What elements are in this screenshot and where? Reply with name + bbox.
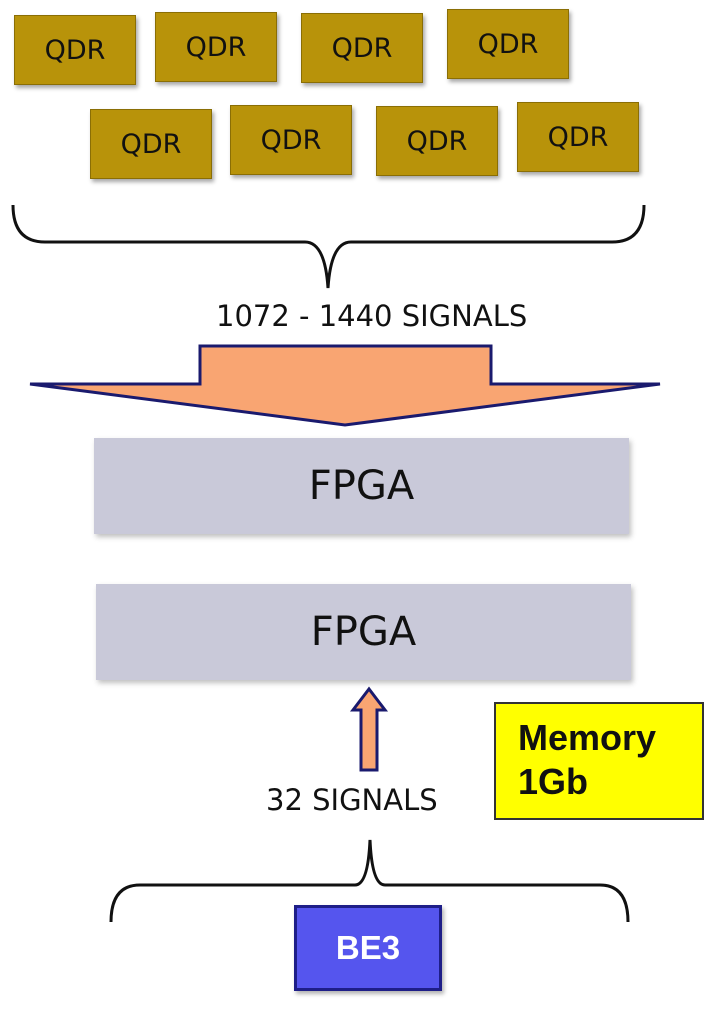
be3-box: BE3 [294,905,442,991]
qdr-chip-8: QDR [517,102,639,172]
memory-size: 1Gb [518,761,589,802]
qdr-chip-1: QDR [14,15,136,85]
big-down-arrow [29,344,661,427]
qdr-chip-3: QDR [301,13,423,83]
qdr-chip-4: QDR [447,9,569,79]
top-signals-label: 1072 - 1440 SIGNALS [216,299,528,333]
bottom-signals-label: 32 SIGNALS [266,783,438,817]
qdr-chip-6: QDR [230,105,352,175]
memory-box: Memory 1Gb [494,702,704,820]
small-up-arrow [349,686,389,772]
top-brace [11,204,646,289]
fpga-top: FPGA [94,438,629,534]
bottom-brace [109,839,630,923]
qdr-chip-5: QDR [90,109,212,179]
memory-label: Memory [518,717,657,758]
qdr-chip-2: QDR [155,12,277,82]
qdr-chip-7: QDR [376,106,498,176]
fpga-bottom: FPGA [96,584,631,680]
